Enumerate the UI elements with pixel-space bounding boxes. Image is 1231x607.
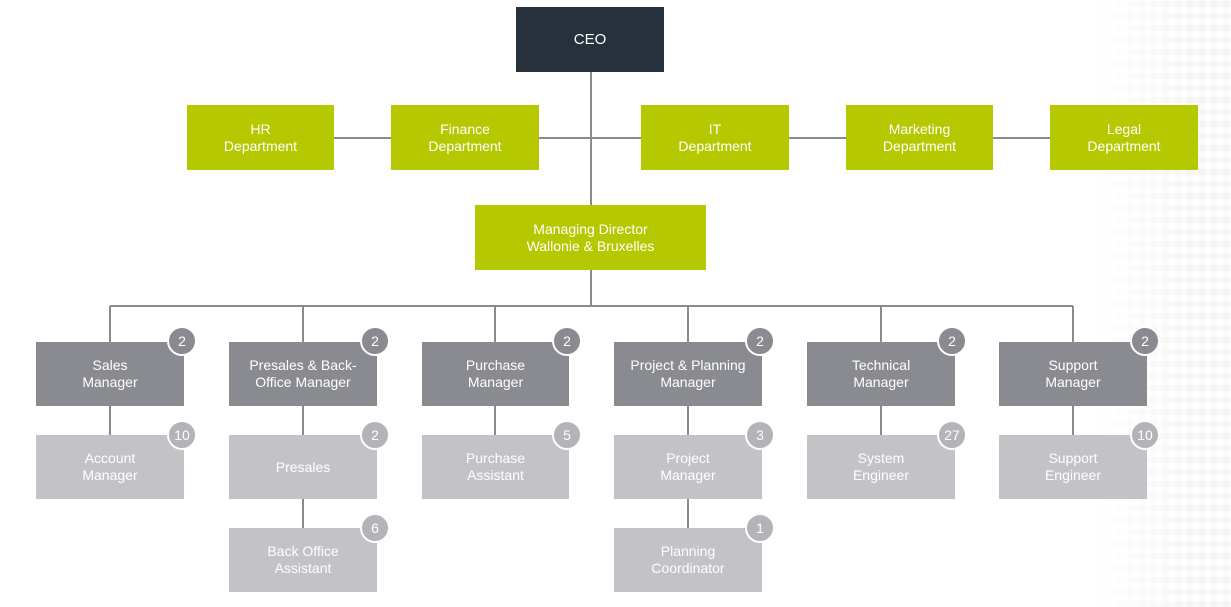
staff-line1: Purchase [465, 450, 526, 466]
staff-line1: Planning [660, 543, 716, 559]
project-manager-box: Project Manager [614, 435, 762, 499]
purchase-assistant-count-badge: 5 [552, 420, 582, 450]
project-manager-staff-count-badge: 3 [745, 420, 775, 450]
staff-line2: Manager [82, 467, 138, 483]
presales-count-badge: 2 [360, 420, 390, 450]
director-line2: Wallonie & Bruxelles [526, 237, 655, 254]
manager-line2: Manager [82, 374, 138, 390]
project-manager-count-badge: 2 [745, 326, 775, 356]
manager-line2: Manager [1045, 374, 1101, 390]
purchase-assistant-box: Purchase Assistant [422, 435, 569, 499]
presales-backoffice-manager-box: Presales & Back- Office Manager [229, 342, 377, 406]
staff-line1: System [857, 450, 905, 466]
staff-line1: Support [1048, 450, 1098, 466]
dept-label-line1: Finance [440, 120, 490, 137]
support-manager-box: Support Manager [999, 342, 1147, 406]
manager-line2: Manager [660, 374, 716, 390]
technical-manager-box: Technical Manager [807, 342, 955, 406]
staff-line2: Engineer [852, 467, 910, 483]
support-engineer-count-badge: 10 [1130, 420, 1160, 450]
system-engineer-count-badge: 27 [937, 420, 967, 450]
dept-label-line2: Department [882, 137, 957, 154]
manager-line1: Sales [92, 357, 128, 373]
staff-line2: Manager [660, 467, 716, 483]
manager-line2: Office Manager [255, 374, 351, 390]
presales-box: Presales [229, 435, 377, 499]
sales-manager-box: Sales Manager [36, 342, 184, 406]
manager-line2: Manager [853, 374, 909, 390]
manager-line1: Presales & Back- [249, 357, 357, 373]
staff-line2: Assistant [274, 560, 332, 576]
planning-coordinator-count-badge: 1 [745, 513, 775, 543]
staff-line1: Project [666, 450, 710, 466]
dept-label-line2: Department [223, 137, 298, 154]
back-office-assistant-count-badge: 6 [360, 513, 390, 543]
dept-it-box: IT Department [641, 105, 789, 170]
manager-line2: Manager [467, 374, 524, 390]
dept-label-line2: Department [678, 137, 752, 154]
account-manager-count-badge: 10 [167, 420, 197, 450]
technical-manager-count-badge: 2 [937, 326, 967, 356]
purchase-manager-box: Purchase Manager [422, 342, 569, 406]
staff-line1: Presales [275, 458, 331, 475]
manager-line1: Support [1048, 357, 1098, 373]
ceo-title: CEO [573, 31, 607, 48]
dept-label-line1: HR [250, 120, 271, 137]
planning-coordinator-box: Planning Coordinator [614, 528, 762, 592]
dept-label-line1: Marketing [888, 120, 951, 137]
account-manager-box: Account Manager [36, 435, 184, 499]
ceo-box: CEO [516, 7, 664, 72]
dept-finance-box: Finance Department [391, 105, 539, 170]
back-office-assistant-box: Back Office Assistant [229, 528, 377, 592]
system-engineer-box: System Engineer [807, 435, 955, 499]
support-manager-count-badge: 2 [1130, 326, 1160, 356]
manager-line1: Technical [851, 357, 911, 373]
staff-line2: Engineer [1044, 467, 1102, 483]
staff-line2: Coordinator [651, 560, 725, 576]
dept-label-line1: Legal [1106, 120, 1142, 137]
staff-line1: Back Office [267, 543, 339, 559]
dept-marketing-box: Marketing Department [846, 105, 993, 170]
presales-manager-count-badge: 2 [360, 326, 390, 356]
staff-line2: Assistant [467, 467, 524, 483]
project-planning-manager-box: Project & Planning Manager [614, 342, 762, 406]
manager-line1: Purchase [465, 357, 526, 373]
background-pattern [1091, 0, 1231, 607]
dept-label-line2: Department [1087, 137, 1161, 154]
managing-director-box: Managing Director Wallonie & Bruxelles [475, 205, 706, 270]
manager-line1: Project & Planning [630, 357, 746, 373]
director-line1: Managing Director [533, 220, 648, 237]
dept-hr-box: HR Department [187, 105, 334, 170]
sales-manager-count-badge: 2 [167, 326, 197, 356]
support-engineer-box: Support Engineer [999, 435, 1147, 499]
dept-label-line1: IT [708, 120, 722, 137]
dept-legal-box: Legal Department [1050, 105, 1198, 170]
purchase-manager-count-badge: 2 [552, 326, 582, 356]
staff-line1: Account [84, 450, 136, 466]
dept-label-line2: Department [428, 137, 502, 154]
